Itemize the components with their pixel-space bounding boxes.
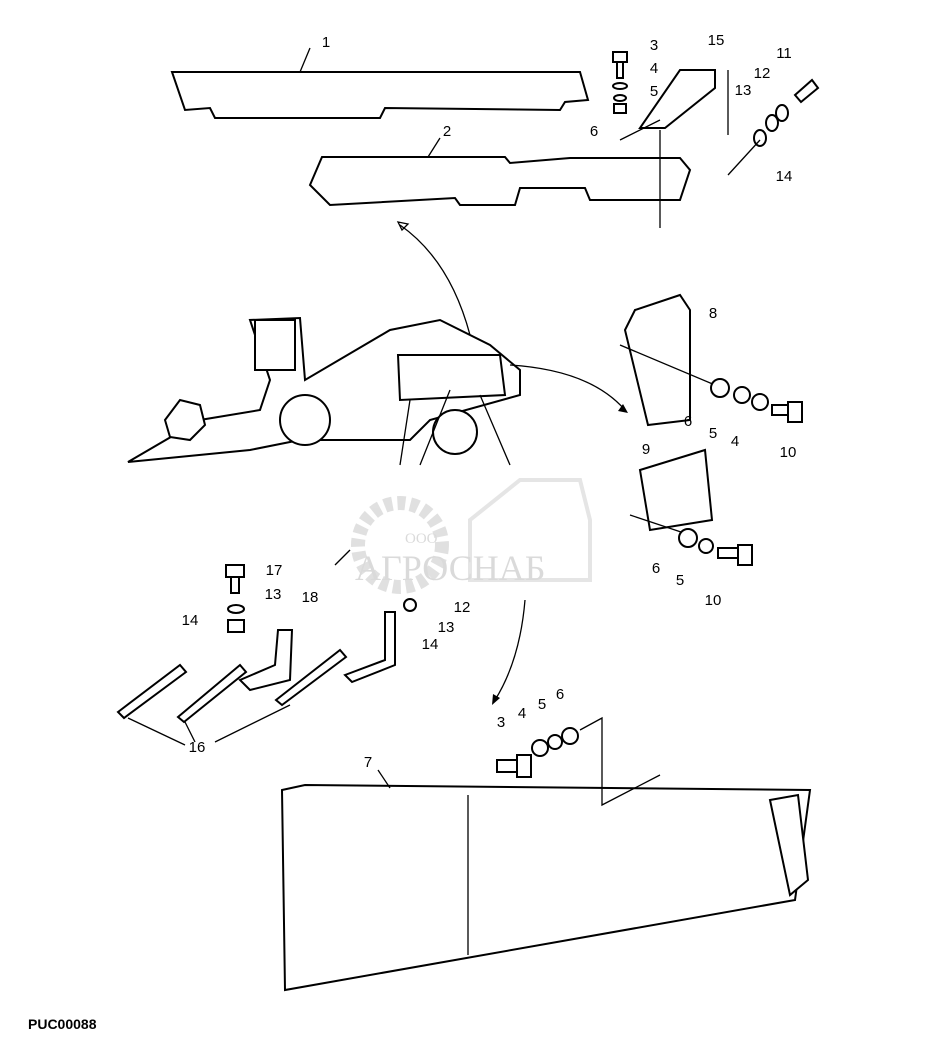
panel-7 [280,783,812,992]
callout: 12 [454,599,471,616]
callout: 5 [650,83,658,100]
watermark-logo: ООО АГРОСНАБ [351,478,592,594]
callout: 6 [684,413,692,430]
callout: 18 [302,589,319,606]
callout: 8 [709,305,717,322]
callout: 3 [497,714,505,731]
callout: 10 [705,592,722,609]
hardware-7 [496,716,661,807]
hardware-top [612,51,820,228]
watermark-prefix: ООО [405,531,438,547]
callout: 11 [776,45,792,62]
callout: 13 [265,586,282,603]
callout: 13 [438,619,455,636]
callout: 4 [650,60,658,77]
callout: 12 [754,65,771,82]
callout: 16 [189,739,206,756]
panel-1 [170,71,590,119]
callout: 5 [538,696,546,713]
callout: 5 [709,425,717,442]
callout: 17 [266,562,283,579]
hardware-9 [678,528,753,566]
callout: 2 [443,123,451,140]
callout: 9 [642,441,650,458]
hardware-8 [710,378,803,423]
panel-9 [638,448,714,532]
callout: 7 [364,754,372,771]
callout: 15 [708,32,725,49]
watermark-name: АГРОСНАБ [355,548,545,588]
panel-8 [623,293,691,427]
callout: 13 [735,82,752,99]
panel-2 [308,156,692,207]
callout: 6 [556,686,564,703]
callout: 10 [780,444,797,461]
callout: 5 [676,572,684,589]
brackets-16-18 [116,564,417,746]
figure-code: PUC00088 [28,1016,97,1032]
callout: 14 [182,612,199,629]
callout: 14 [776,168,793,185]
callout: 6 [590,123,598,140]
combine-harvester [127,221,628,705]
callout: 4 [731,433,739,450]
callout: 3 [650,37,658,54]
callout: 14 [422,636,439,653]
callout: 4 [518,705,526,722]
callout: 1 [322,34,330,51]
callout: 6 [652,560,660,577]
callout-labels: 1 2 3 4 5 6 11 12 13 14 15 8 6 5 4 10 9 … [182,32,797,771]
